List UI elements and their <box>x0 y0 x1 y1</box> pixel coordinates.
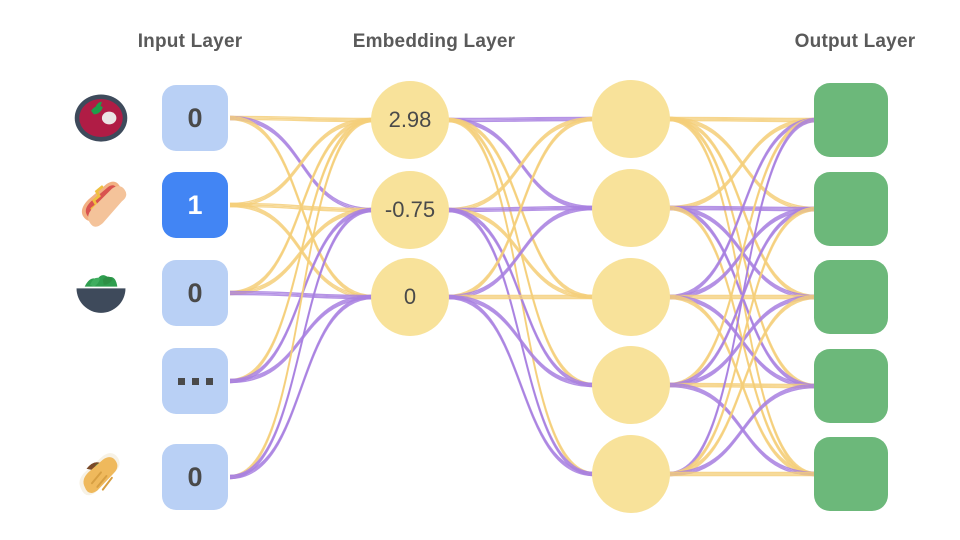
edge <box>668 120 817 477</box>
edge <box>447 116 595 210</box>
embedding-node-1-value: -0.75 <box>384 197 436 222</box>
edge <box>447 119 595 300</box>
input-node-4-value: 0 <box>187 461 203 492</box>
edge <box>229 120 374 480</box>
hidden-node-3[interactable] <box>592 346 670 424</box>
edge <box>447 297 595 388</box>
input-node-4[interactable]: 0 <box>162 444 228 510</box>
input-node-0[interactable]: 0 <box>162 85 228 151</box>
edge <box>229 294 374 381</box>
edge <box>668 120 817 211</box>
output-node-4[interactable] <box>814 437 888 511</box>
edge <box>668 118 817 121</box>
hidden-node-1[interactable] <box>592 169 670 247</box>
edge <box>229 119 374 206</box>
edge <box>447 205 595 297</box>
edge <box>447 118 595 211</box>
hidden-node-2[interactable] <box>592 258 670 336</box>
edge <box>447 294 595 385</box>
input-node-1[interactable]: 1 <box>162 172 228 238</box>
embedding-node-0-value: 2.98 <box>388 107 432 132</box>
hidden-node-0[interactable] <box>592 80 670 158</box>
edge <box>668 386 817 477</box>
edge <box>668 209 817 477</box>
hidden-node-4[interactable] <box>592 435 670 513</box>
embedding-node-1[interactable]: -0.75 <box>371 171 449 249</box>
layer-title-input: Input Layer <box>137 31 243 52</box>
edge <box>668 385 817 475</box>
input-node-1-value: 1 <box>187 189 203 220</box>
embedding-node-0[interactable]: 2.98 <box>371 81 449 159</box>
input-node-0-value: 0 <box>187 102 203 133</box>
embedding-node-2[interactable]: 0 <box>371 258 449 336</box>
embedding-node-2-value: 0 <box>403 284 417 309</box>
edge <box>229 117 374 121</box>
edge <box>668 119 817 209</box>
edge <box>229 117 374 205</box>
input-node-2[interactable]: 0 <box>162 260 228 326</box>
edge <box>447 118 595 121</box>
edge <box>668 120 817 388</box>
edge <box>668 116 817 120</box>
edge <box>229 296 374 382</box>
edge <box>229 120 374 384</box>
edge <box>229 118 374 213</box>
soup-bowl-icon <box>74 94 128 142</box>
input-node-2-value: 0 <box>187 277 203 308</box>
output-node-0[interactable] <box>814 83 888 157</box>
hot-dog-icon <box>81 181 127 227</box>
salad-bowl-icon <box>76 275 126 313</box>
ellipsis-icon <box>177 377 213 385</box>
edge <box>229 210 374 480</box>
edge <box>229 120 374 208</box>
edge <box>229 297 374 480</box>
edge <box>447 208 595 300</box>
edge <box>447 119 595 213</box>
edge <box>447 207 595 298</box>
edge <box>447 116 595 120</box>
layer-title-output: Output Layer <box>794 31 916 52</box>
edge <box>668 297 817 477</box>
output-node-1[interactable] <box>814 172 888 246</box>
burrito-icon <box>79 453 120 496</box>
layer-title-embedding: Embedding Layer <box>352 31 516 52</box>
output-node-2[interactable] <box>814 260 888 334</box>
edge <box>447 297 595 477</box>
edge <box>447 296 595 386</box>
edge <box>668 383 817 474</box>
edge <box>668 117 817 208</box>
output-node-3[interactable] <box>814 349 888 423</box>
edge <box>229 115 374 120</box>
input-node-ellipsis[interactable] <box>162 348 228 414</box>
